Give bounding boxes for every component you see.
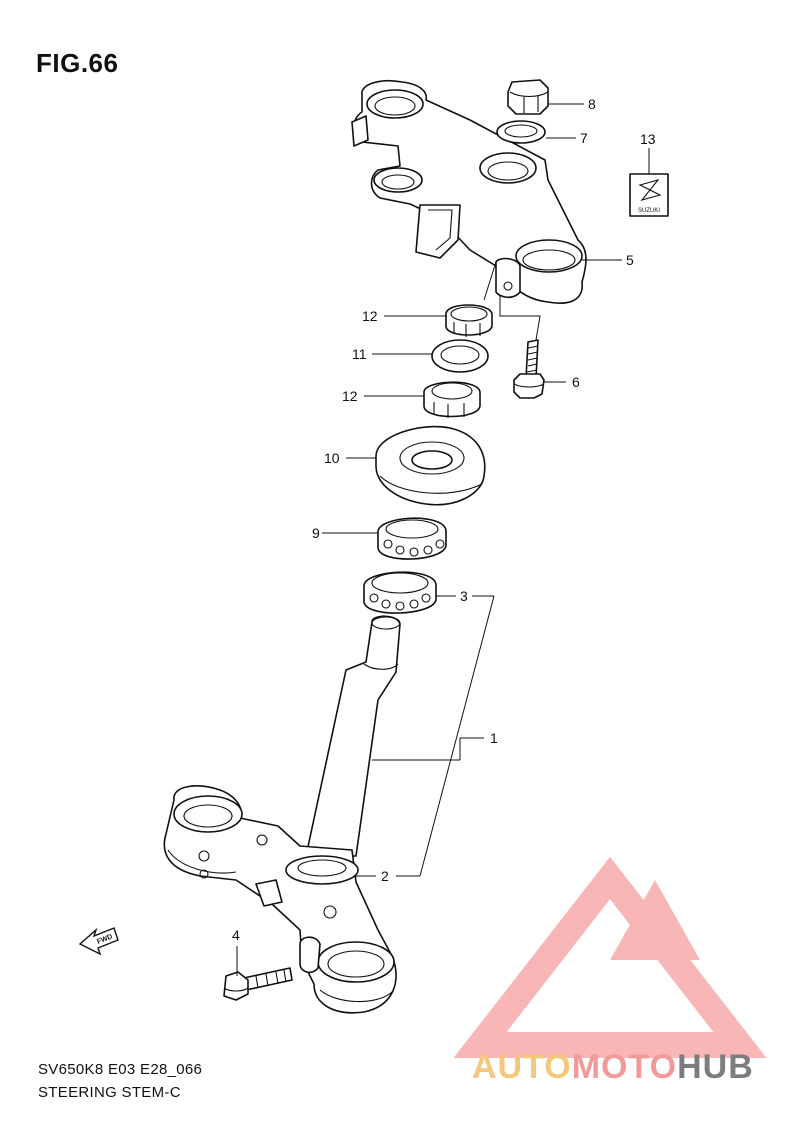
watermark-text: AUTOMOTOHUB xyxy=(472,1048,754,1087)
callout-1: 1 xyxy=(490,730,498,746)
callout-12-lower: 12 xyxy=(342,388,358,404)
washer xyxy=(496,120,546,144)
callout-11: 11 xyxy=(352,346,367,362)
callout-4: 4 xyxy=(232,927,240,943)
stem-seal xyxy=(285,855,359,885)
steering-stem-lower-bracket xyxy=(163,615,401,1014)
diagram-code: SV650K8 E03 E28_066 xyxy=(38,1061,203,1078)
diagram-caption: STEERING STEM-C xyxy=(38,1084,181,1101)
callout-7: 7 xyxy=(580,130,588,146)
watermark-part-1: AUTO xyxy=(472,1048,572,1086)
upper-bracket xyxy=(351,79,587,304)
lock-nut-upper xyxy=(445,304,493,337)
callout-9: 9 xyxy=(312,525,320,541)
callout-5: 5 xyxy=(626,252,634,268)
watermark-logo-icon xyxy=(453,856,767,1058)
figure-title: FIG.66 xyxy=(36,48,119,78)
bracket-bolt xyxy=(223,967,293,1001)
forward-arrow-icon: FWD xyxy=(78,927,119,956)
pinch-bolt xyxy=(513,339,545,399)
upper-bearing xyxy=(377,517,447,560)
lock-nut-lower xyxy=(423,381,481,418)
callout-8: 8 xyxy=(588,96,596,112)
callout-12-upper: 12 xyxy=(362,308,378,324)
suzuki-emblem-icon: SUZUKI xyxy=(629,173,669,217)
leader-lines xyxy=(236,103,650,976)
callout-3: 3 xyxy=(460,588,468,604)
callout-10: 10 xyxy=(324,450,340,466)
lock-washer xyxy=(431,339,489,373)
watermark-part-2: MOTO xyxy=(571,1048,678,1086)
callout-6: 6 xyxy=(572,374,580,390)
callout-2: 2 xyxy=(381,868,389,884)
dust-seal xyxy=(375,425,486,506)
lower-bearing xyxy=(363,571,437,614)
callout-13: 13 xyxy=(640,131,656,147)
emblem-label: SUZUKI xyxy=(638,208,660,214)
watermark-part-3: HUB xyxy=(677,1048,754,1086)
callout-labels: 8 7 13 5 12 11 6 12 10 9 3 1 2 4 xyxy=(232,96,656,943)
cap-nut xyxy=(507,79,549,115)
